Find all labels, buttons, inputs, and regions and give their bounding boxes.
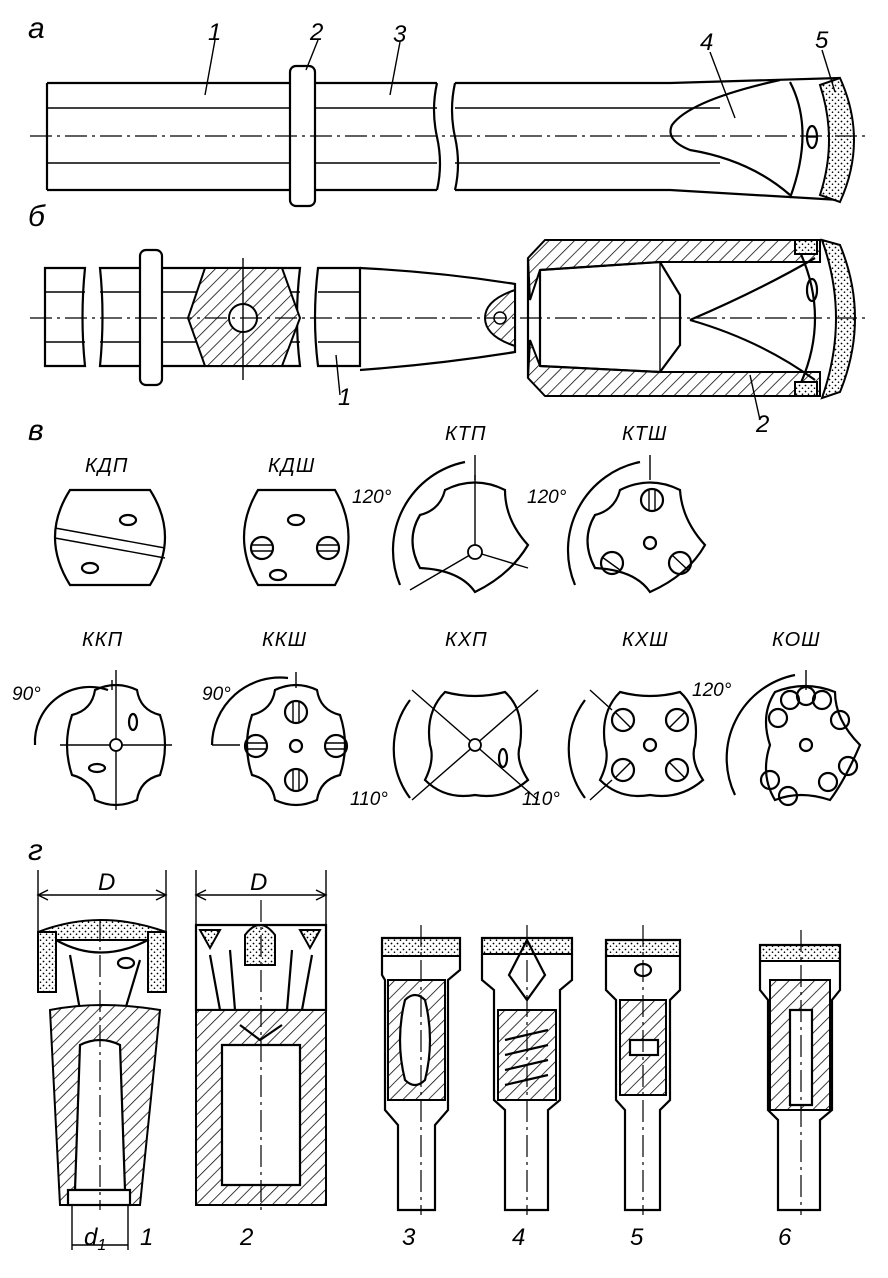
bit-profile-kosh: КОШ 120° [692,629,862,807]
bit-b [526,238,856,400]
bit-profile-ktp: КТП 120° [352,423,530,594]
angle-kosh: 120° [692,680,732,701]
section-bit-4: 4 [480,925,574,1251]
section-label-a: а [28,12,45,45]
section-bit-3: 3 [380,925,462,1251]
angle-kkp: 90° [12,684,41,705]
label-a-5: 5 [815,27,829,54]
section-b: б [28,200,870,438]
code-khp: КХП [445,629,488,651]
code-kdsh: КДШ [268,455,315,477]
label-a-3: 3 [393,21,407,48]
code-khsh: КХШ [622,629,669,651]
dim-D-1: D [98,869,115,896]
section-label-v: в [28,414,44,447]
bit-profile-kdp: КДП [54,455,166,587]
label-g-3: 3 [402,1224,416,1251]
code-ktp: КТП [445,423,487,445]
label-a-4: 4 [700,29,713,56]
label-g-6: 6 [778,1224,792,1251]
dim-D-2: D [250,869,267,896]
bit-profile-ktsh: КТШ 120° [527,423,707,594]
code-ktsh: КТШ [622,423,667,445]
section-bit-5: 5 [604,925,682,1251]
angle-ktsh: 120° [527,487,567,508]
section-bit-1: D d1 1 [36,869,168,1254]
bit-profile-kksh: ККШ 90° [202,629,349,807]
label-g-5: 5 [630,1224,644,1251]
code-kdp: КДП [85,455,128,477]
label-g-2: 2 [239,1224,253,1251]
section-v: в КДП КДШ КТП [12,414,862,810]
section-bit-2: D 2 [194,869,328,1251]
angle-khsh: 110° [522,789,560,810]
section-label-b: б [28,200,46,233]
rod-a-left [45,81,442,192]
code-kksh: ККШ [262,629,307,651]
dim-d1: d1 [84,1224,106,1254]
label-g-4: 4 [512,1224,525,1251]
label-g-1: 1 [140,1224,153,1251]
angle-ktp: 120° [352,487,392,508]
label-b-2: 2 [755,411,769,438]
rod-a-right [450,76,855,204]
section-a: а [28,12,870,208]
bit-profile-kkp: ККП 90° [12,629,172,810]
bit-profile-kdsh: КДШ [243,455,350,587]
code-kkp: ККП [82,629,123,651]
code-kosh: КОШ [772,629,821,651]
label-a-1: 1 [208,19,221,46]
section-bit-6: 6 [758,930,842,1251]
bit-profile-khp: КХП 110° [350,629,539,810]
section-g: г D d1 1 [28,834,842,1254]
label-b-1: 1 [338,384,351,411]
angle-kksh: 90° [202,684,231,705]
section-label-g: г [28,834,43,867]
rod-b [43,258,517,380]
label-a-2: 2 [309,19,323,46]
angle-khp: 110° [350,789,388,810]
bit-profile-khsh: КХШ 110° [522,629,705,810]
